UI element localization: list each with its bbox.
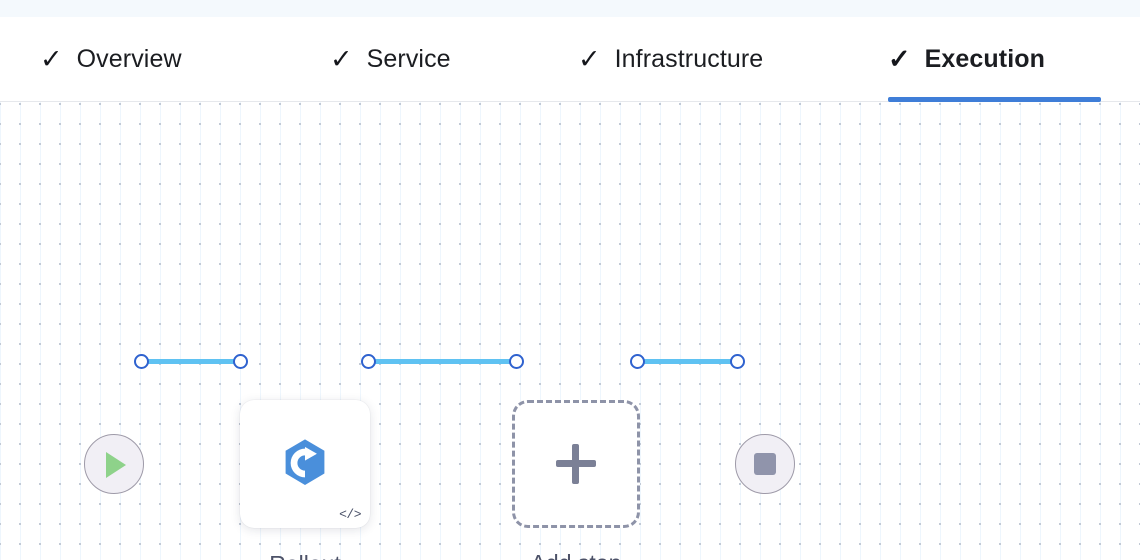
tab-service[interactable]: ✓ Service — [330, 17, 451, 102]
check-icon: ✓ — [578, 44, 601, 74]
pipeline-end-node[interactable] — [735, 434, 795, 494]
edge-start-to-step — [140, 359, 245, 364]
canvas-top-dot-strip — [0, 0, 1140, 17]
pipeline-start-node[interactable] — [84, 434, 144, 494]
port-step-output[interactable] — [361, 354, 376, 369]
port-add-output[interactable] — [630, 354, 645, 369]
wizard-tab-bar: ✓ Overview ✓ Service ✓ Infrastructure ✓ … — [0, 17, 1140, 102]
check-icon: ✓ — [888, 44, 911, 74]
tab-infrastructure[interactable]: ✓ Infrastructure — [578, 17, 763, 102]
play-icon — [106, 452, 126, 478]
tab-overview[interactable]: ✓ Overview — [40, 17, 182, 102]
step-node-rollout-deployment[interactable]: </> — [240, 400, 370, 528]
code-badge-icon: </> — [339, 507, 361, 522]
tab-label: Overview — [76, 45, 182, 73]
tab-label: Execution — [924, 45, 1045, 73]
edge-add-to-end — [636, 359, 741, 364]
step-node-label: Rollout Deployment — [175, 543, 435, 560]
check-icon: ✓ — [40, 44, 63, 74]
plus-icon — [556, 444, 596, 484]
pipeline-canvas[interactable]: </> Rollout Deployment Add step — [0, 102, 1140, 560]
tab-label: Infrastructure — [614, 45, 764, 73]
port-step-input[interactable] — [233, 354, 248, 369]
stop-icon — [754, 453, 776, 475]
check-icon: ✓ — [330, 44, 353, 74]
rollout-deployment-icon — [285, 439, 325, 485]
add-step-label: Add step — [456, 542, 696, 560]
port-start-output[interactable] — [134, 354, 149, 369]
tab-label: Service — [366, 45, 451, 73]
edge-step-to-add — [366, 359, 518, 364]
tab-execution[interactable]: ✓ Execution — [888, 17, 1101, 102]
port-add-input[interactable] — [509, 354, 524, 369]
add-step-node[interactable] — [512, 400, 640, 528]
port-end-input[interactable] — [730, 354, 745, 369]
active-tab-indicator — [888, 97, 1101, 102]
